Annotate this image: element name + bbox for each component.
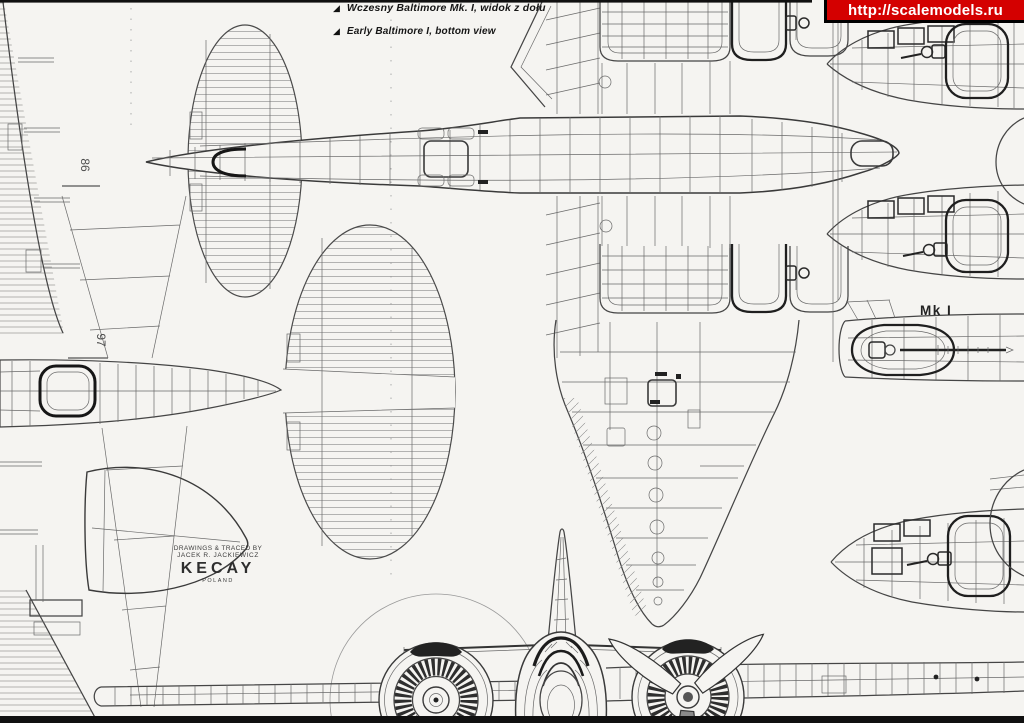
triangle-marker-icon: ◢ bbox=[333, 2, 340, 13]
registration-lines bbox=[130, 6, 392, 576]
canopy-window bbox=[897, 27, 925, 45]
sheet-number-bottom: 97 bbox=[94, 333, 108, 347]
bottom-view-fuselage bbox=[61, 115, 900, 359]
gun-mount bbox=[926, 552, 940, 566]
nose-section-row-4 bbox=[830, 469, 1024, 613]
left-lower-partials bbox=[0, 425, 249, 723]
bottom-view-large-scale bbox=[510, 0, 849, 628]
gun-tub bbox=[944, 198, 1010, 274]
credits-line1: DRAWINGS & TRACED BY bbox=[173, 545, 263, 552]
wheel-well bbox=[38, 364, 97, 418]
sheet-number-underlines bbox=[62, 185, 108, 359]
credits-line2: JACEK R. JACKIEWICZ bbox=[177, 552, 259, 559]
engine-nacelle-bottom bbox=[599, 244, 849, 314]
caption-block: ◢ Wczesny Baltimore Mk. I, widok z dołu … bbox=[333, 2, 546, 48]
credits-country: POLAND bbox=[202, 578, 234, 584]
radial-engine bbox=[647, 656, 729, 723]
front-view-fin bbox=[547, 528, 577, 642]
gun-tub bbox=[850, 323, 956, 377]
credits-block: DRAWINGS & TRACED BY JACEK R. JACKIEWICZ… bbox=[160, 545, 276, 584]
gun-tub bbox=[944, 22, 1010, 100]
tailplane-plan-view-2 bbox=[282, 224, 456, 560]
canopy-window bbox=[867, 30, 895, 49]
carburetor-intake bbox=[410, 642, 462, 657]
nose-glazing bbox=[539, 670, 583, 723]
canopy-window bbox=[867, 200, 895, 219]
gun-mount bbox=[920, 45, 934, 59]
banner-url-text: http://scalemodels.ru bbox=[847, 1, 1004, 19]
front-view-fuselage bbox=[514, 631, 608, 723]
canopy-window bbox=[903, 519, 931, 537]
cowling-arc bbox=[989, 469, 1024, 577]
front-view bbox=[93, 528, 1024, 723]
front-view-left-engine bbox=[378, 642, 494, 723]
mk1-ventral-gun-detail bbox=[838, 299, 1024, 382]
tail-wheel-well bbox=[211, 147, 247, 178]
variant-label: Mk I bbox=[920, 303, 953, 318]
caption-polish: ◢ Wczesny Baltimore Mk. I, widok z dołu bbox=[333, 2, 546, 14]
gun-barrel bbox=[900, 53, 922, 59]
canopy-window bbox=[927, 25, 955, 43]
gun-barrel bbox=[902, 251, 924, 257]
nose-section-row-2 bbox=[826, 184, 1024, 280]
side-window bbox=[871, 547, 903, 575]
engine-nacelle-top bbox=[599, 0, 849, 62]
bottom-view-2-body bbox=[0, 359, 283, 428]
nose-section-row-1 bbox=[826, 14, 1024, 205]
cowling-arc bbox=[995, 117, 1024, 205]
canopy-frame bbox=[532, 636, 590, 667]
rear-fuselage-bottom-view bbox=[553, 319, 800, 628]
sheet-number-top: 86 bbox=[78, 158, 92, 172]
canopy-window bbox=[873, 523, 901, 542]
left-edge-wing-partial bbox=[0, 0, 80, 535]
scalemodels-banner[interactable]: http://scalemodels.ru bbox=[824, 0, 1024, 23]
kecay-logo: KECAY bbox=[180, 560, 256, 577]
canopy-window bbox=[897, 197, 925, 215]
nacelle-fitting bbox=[785, 15, 797, 31]
nose-window bbox=[850, 140, 894, 167]
hatch bbox=[647, 379, 677, 407]
triangle-marker-icon: ◢ bbox=[333, 25, 340, 36]
gun-mount bbox=[922, 243, 936, 257]
fairing-detail bbox=[84, 466, 249, 595]
front-view-right-engine bbox=[607, 633, 765, 723]
caption-polish-text: Wczesny Baltimore Mk. I, widok z dołu bbox=[346, 2, 546, 14]
hatch-panel bbox=[946, 514, 1012, 598]
carburetor-intake bbox=[662, 639, 714, 654]
camera-bay-opening bbox=[423, 140, 469, 178]
nacelle-fitting bbox=[785, 265, 797, 281]
caption-english: ◢ Early Baltimore I, bottom view bbox=[333, 25, 546, 37]
caption-english-text: Early Baltimore I, bottom view bbox=[346, 25, 496, 37]
gun-body bbox=[868, 341, 886, 359]
propeller-blades bbox=[607, 633, 765, 723]
radial-engine bbox=[394, 658, 478, 723]
gun-barrel bbox=[906, 560, 928, 566]
